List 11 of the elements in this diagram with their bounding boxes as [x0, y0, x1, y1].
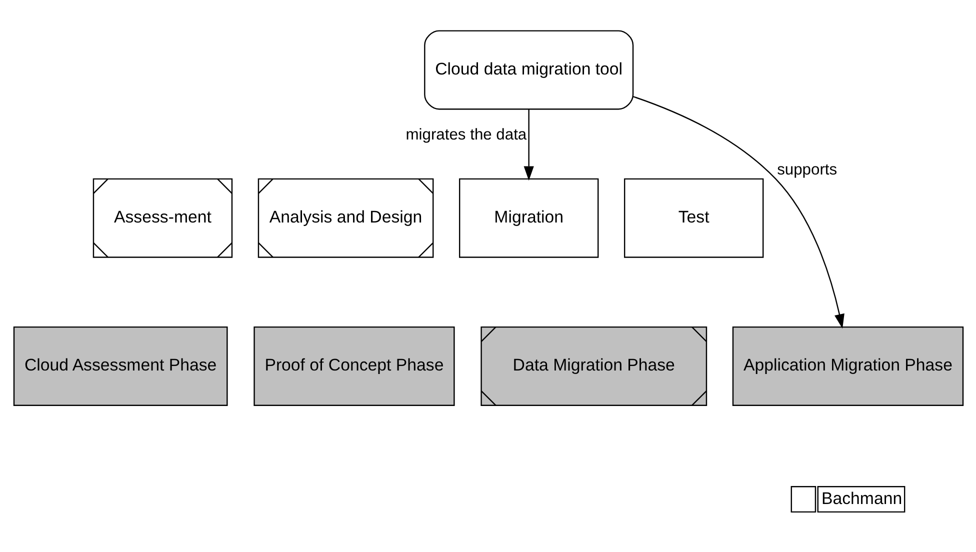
legend-label: Bachmann	[820, 488, 902, 508]
node-box: Application Migration Phase	[732, 326, 964, 406]
arrow	[632, 95, 844, 328]
node-box: Test	[623, 178, 764, 258]
node-box: Cloud Assessment Phase	[12, 326, 228, 406]
node-box: Proof of Concept Phase	[253, 326, 454, 406]
edge-label: supports	[776, 161, 837, 178]
arrow	[523, 108, 534, 180]
node-box: Cloud data migration tool	[424, 30, 634, 110]
edge-label: migrates the data	[405, 126, 526, 143]
node-box: Migration	[458, 178, 598, 258]
